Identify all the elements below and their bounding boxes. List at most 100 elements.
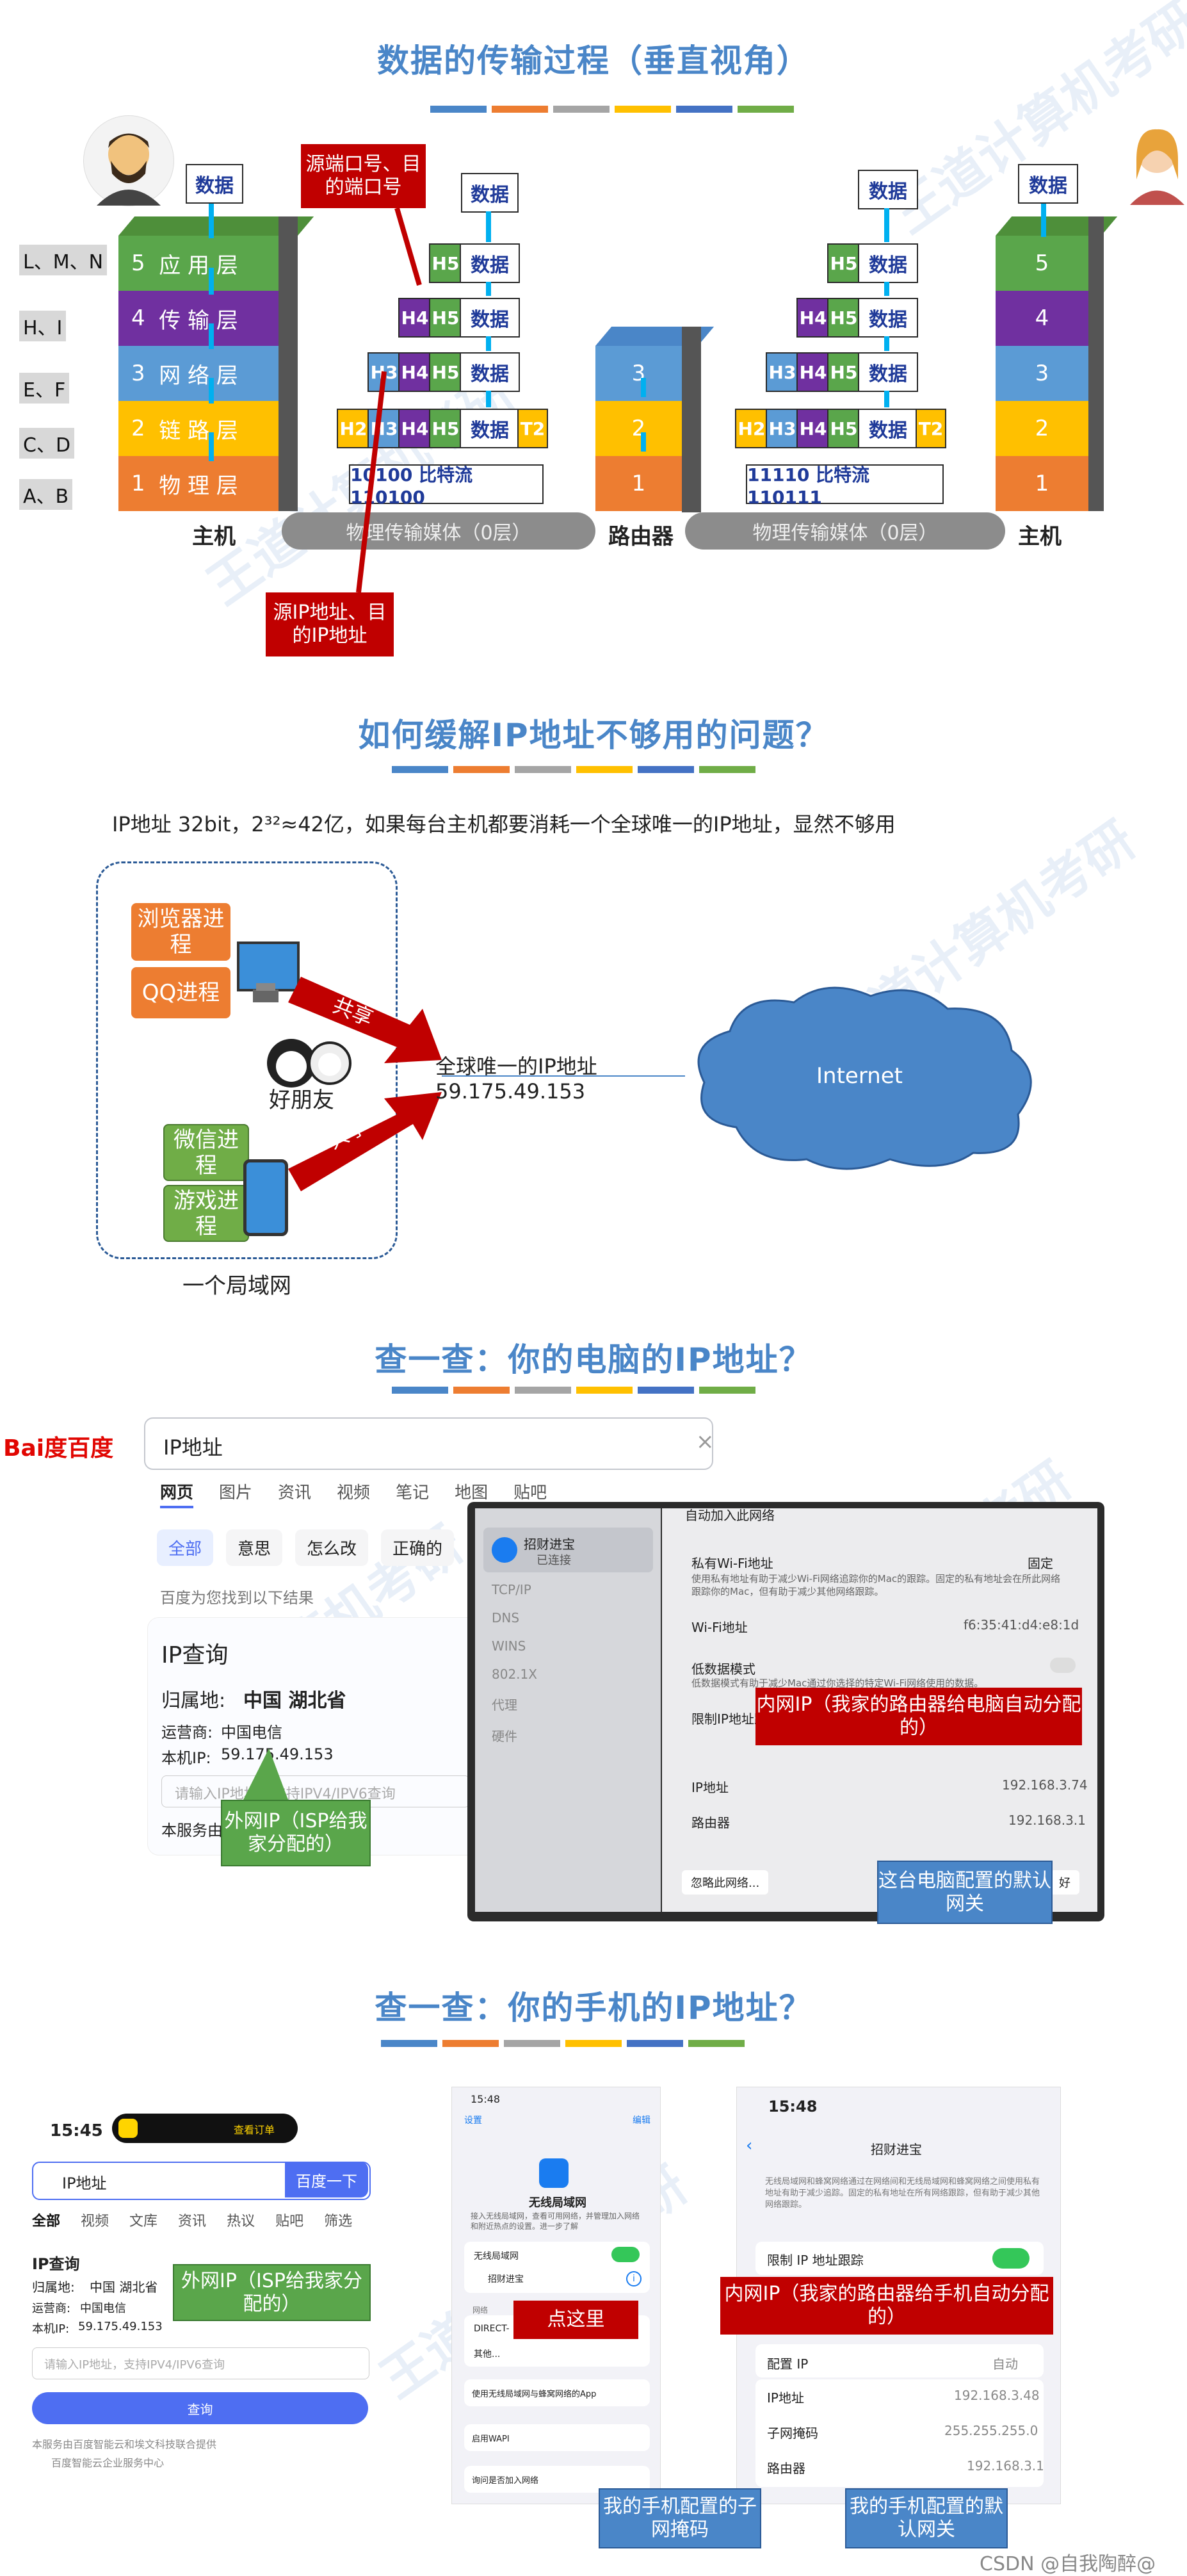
phone1-ip-input[interactable]: 请输入IP地址，支持IPV4/IPV6查询 [32, 2347, 369, 2379]
chip[interactable]: 怎么改 [295, 1529, 369, 1566]
data-box: 数据 [858, 352, 918, 392]
host-left-label: 主机 [192, 524, 236, 550]
monitor-stand-icon [256, 983, 275, 991]
forget-button[interactable]: 忽略此网络... [682, 1870, 769, 1895]
router-ip: 192.168.3.1 [1008, 1813, 1086, 1828]
phone1-search-button[interactable]: 百度一下 [285, 2162, 368, 2197]
router-layer-1: 1 [595, 456, 682, 511]
phone3-config-row[interactable] [755, 2344, 1044, 2377]
tab-video[interactable]: 视频 [337, 1483, 371, 1503]
phone2-connected[interactable]: 招财进宝 [488, 2274, 524, 2285]
sidebar-item[interactable]: 代理 [492, 1697, 517, 1713]
color-bars [392, 1387, 755, 1394]
ok-button[interactable]: 好 [1050, 1870, 1079, 1895]
phone3-mask-label: 子网掩码 [767, 2425, 818, 2441]
back-chevron-icon[interactable]: ‹ [746, 2136, 753, 2155]
limit-ip-toggle[interactable] [992, 2248, 1030, 2269]
sidebar-item[interactable]: 硬件 [492, 1729, 517, 1744]
h5-header: H5 [827, 352, 860, 392]
tab[interactable]: 文库 [129, 2213, 158, 2230]
local-ip-label: 本机IP: [161, 1749, 211, 1767]
chip[interactable]: 意思 [226, 1529, 283, 1566]
tab[interactable]: 热议 [227, 2213, 255, 2230]
chip[interactable]: 正确的 [381, 1529, 455, 1566]
phone2-edit[interactable]: 编辑 [633, 2115, 650, 2126]
baidu-search-box[interactable]: IP地址 × [144, 1417, 715, 1470]
order-button[interactable]: 查看订单 [234, 2124, 275, 2136]
tab-map[interactable]: 地图 [455, 1483, 489, 1503]
wlan-toggle[interactable] [611, 2247, 640, 2262]
bitstream-right: 11110 比特流 110111 [746, 464, 944, 508]
chip[interactable]: 全部 [157, 1529, 214, 1566]
tab-images[interactable]: 图片 [219, 1483, 253, 1503]
phone1-query-button[interactable]: 查询 [32, 2392, 368, 2424]
callout-phone-gateway: 我的手机配置的默认网关 [845, 2488, 1008, 2548]
user-avatar-left [83, 115, 174, 206]
clear-icon[interactable]: × [696, 1429, 715, 1455]
right-layer-1: 1 [996, 456, 1088, 511]
low-data-toggle[interactable] [1050, 1658, 1076, 1673]
phone2-wapi-row[interactable]: 启用WAPI [464, 2424, 650, 2451]
tab-tieba[interactable]: 贴吧 [513, 1483, 547, 1503]
h4-header: H4 [796, 352, 830, 392]
monitor-stand-icon [253, 990, 279, 1002]
h2-header: H2 [337, 409, 370, 448]
phone3-ip-value: 192.168.3.48 [954, 2388, 1040, 2403]
tab-news[interactable]: 资讯 [278, 1483, 312, 1503]
baidu-tabs: 网页 图片 资讯 视频 笔记 地图 贴吧 [160, 1480, 717, 1508]
sidebar-item[interactable]: DNS [492, 1610, 520, 1626]
wifi-app-icon [539, 2158, 569, 2188]
right-layer-4: 4 [996, 291, 1088, 346]
section2-arrows [288, 977, 685, 1191]
phone1-search-box[interactable]: IP地址 [32, 2162, 371, 2200]
phone2-other[interactable]: 其他... [474, 2349, 501, 2360]
data-box: 数据 [460, 298, 520, 338]
callout-phone-public-ip: 外网IP（ISP给我家分配的） [173, 2264, 371, 2321]
side-label: A、B [19, 479, 73, 510]
tab[interactable]: 筛选 [324, 2213, 353, 2230]
private-wifi-value[interactable]: 固定 [1028, 1556, 1053, 1571]
medium-left: 物理传输媒体（0层） [282, 512, 595, 550]
phone3-desc: 无线局域网和蜂窝网络通过在网络间和无线局域网和蜂窝网络之间使用私有地址有助于减少… [765, 2177, 1040, 2210]
section2-intro: IP地址 32bit，2³²≈42亿，如果每台主机都要消耗一个全球唯一的IP地址… [112, 812, 896, 836]
color-bars [392, 766, 755, 773]
phone2-direct[interactable]: DIRECT- [474, 2324, 510, 2334]
internet-cloud [679, 974, 1050, 1178]
phone1-isp-label: 运营商: [32, 2302, 71, 2315]
phone3-ip-group [755, 2379, 1044, 2487]
tab[interactable]: 全部 [32, 2213, 61, 2230]
phone1-local-ip-label: 本机IP: [32, 2322, 70, 2336]
t2-trailer: T2 [517, 409, 548, 448]
side-label: C、D [19, 428, 75, 459]
callout-gateway: 这台电脑配置的默认网关 [877, 1861, 1053, 1924]
internet-label: Internet [816, 1063, 903, 1089]
tab[interactable]: 资讯 [178, 2213, 207, 2230]
phone3-time: 15:48 [768, 2098, 818, 2115]
sidebar-item[interactable]: WINS [492, 1638, 526, 1654]
router-layer-2: 2 [595, 401, 682, 456]
h5-header: H5 [827, 409, 860, 448]
wifi-status: 已连接 [537, 1554, 571, 1567]
tab[interactable]: 视频 [81, 2213, 109, 2230]
lan-label: 一个局域网 [182, 1273, 291, 1299]
sidebar-item[interactable]: TCP/IP [492, 1582, 531, 1597]
tab-notes[interactable]: 笔记 [396, 1483, 430, 1503]
tab[interactable]: 贴吧 [275, 2213, 304, 2230]
tab-web[interactable]: 网页 [160, 1480, 194, 1508]
phone1-ip-query: IP查询 [32, 2255, 80, 2273]
callout-arrow [243, 1749, 288, 1800]
phone2-back[interactable]: 设置 [464, 2115, 482, 2126]
h3-header: H3 [766, 352, 799, 392]
sidebar-item[interactable]: 802.1X [492, 1667, 537, 1682]
phone2-apps-row[interactable]: 使用无线局域网与蜂窝网络的App [464, 2379, 650, 2406]
stack-side [1088, 216, 1104, 511]
friends-label: 好朋友 [269, 1088, 334, 1113]
info-icon[interactable]: i [626, 2271, 642, 2287]
browser-process: 浏览器进程 [131, 903, 230, 961]
h4-header: H4 [398, 352, 432, 392]
isp-label: 运营商: [161, 1724, 213, 1741]
section2-title: 如何缓解IP地址不够用的问题？ [358, 717, 829, 754]
baidu-logo: Bai度百度 [3, 1435, 114, 1462]
phone-icon [243, 1159, 288, 1236]
